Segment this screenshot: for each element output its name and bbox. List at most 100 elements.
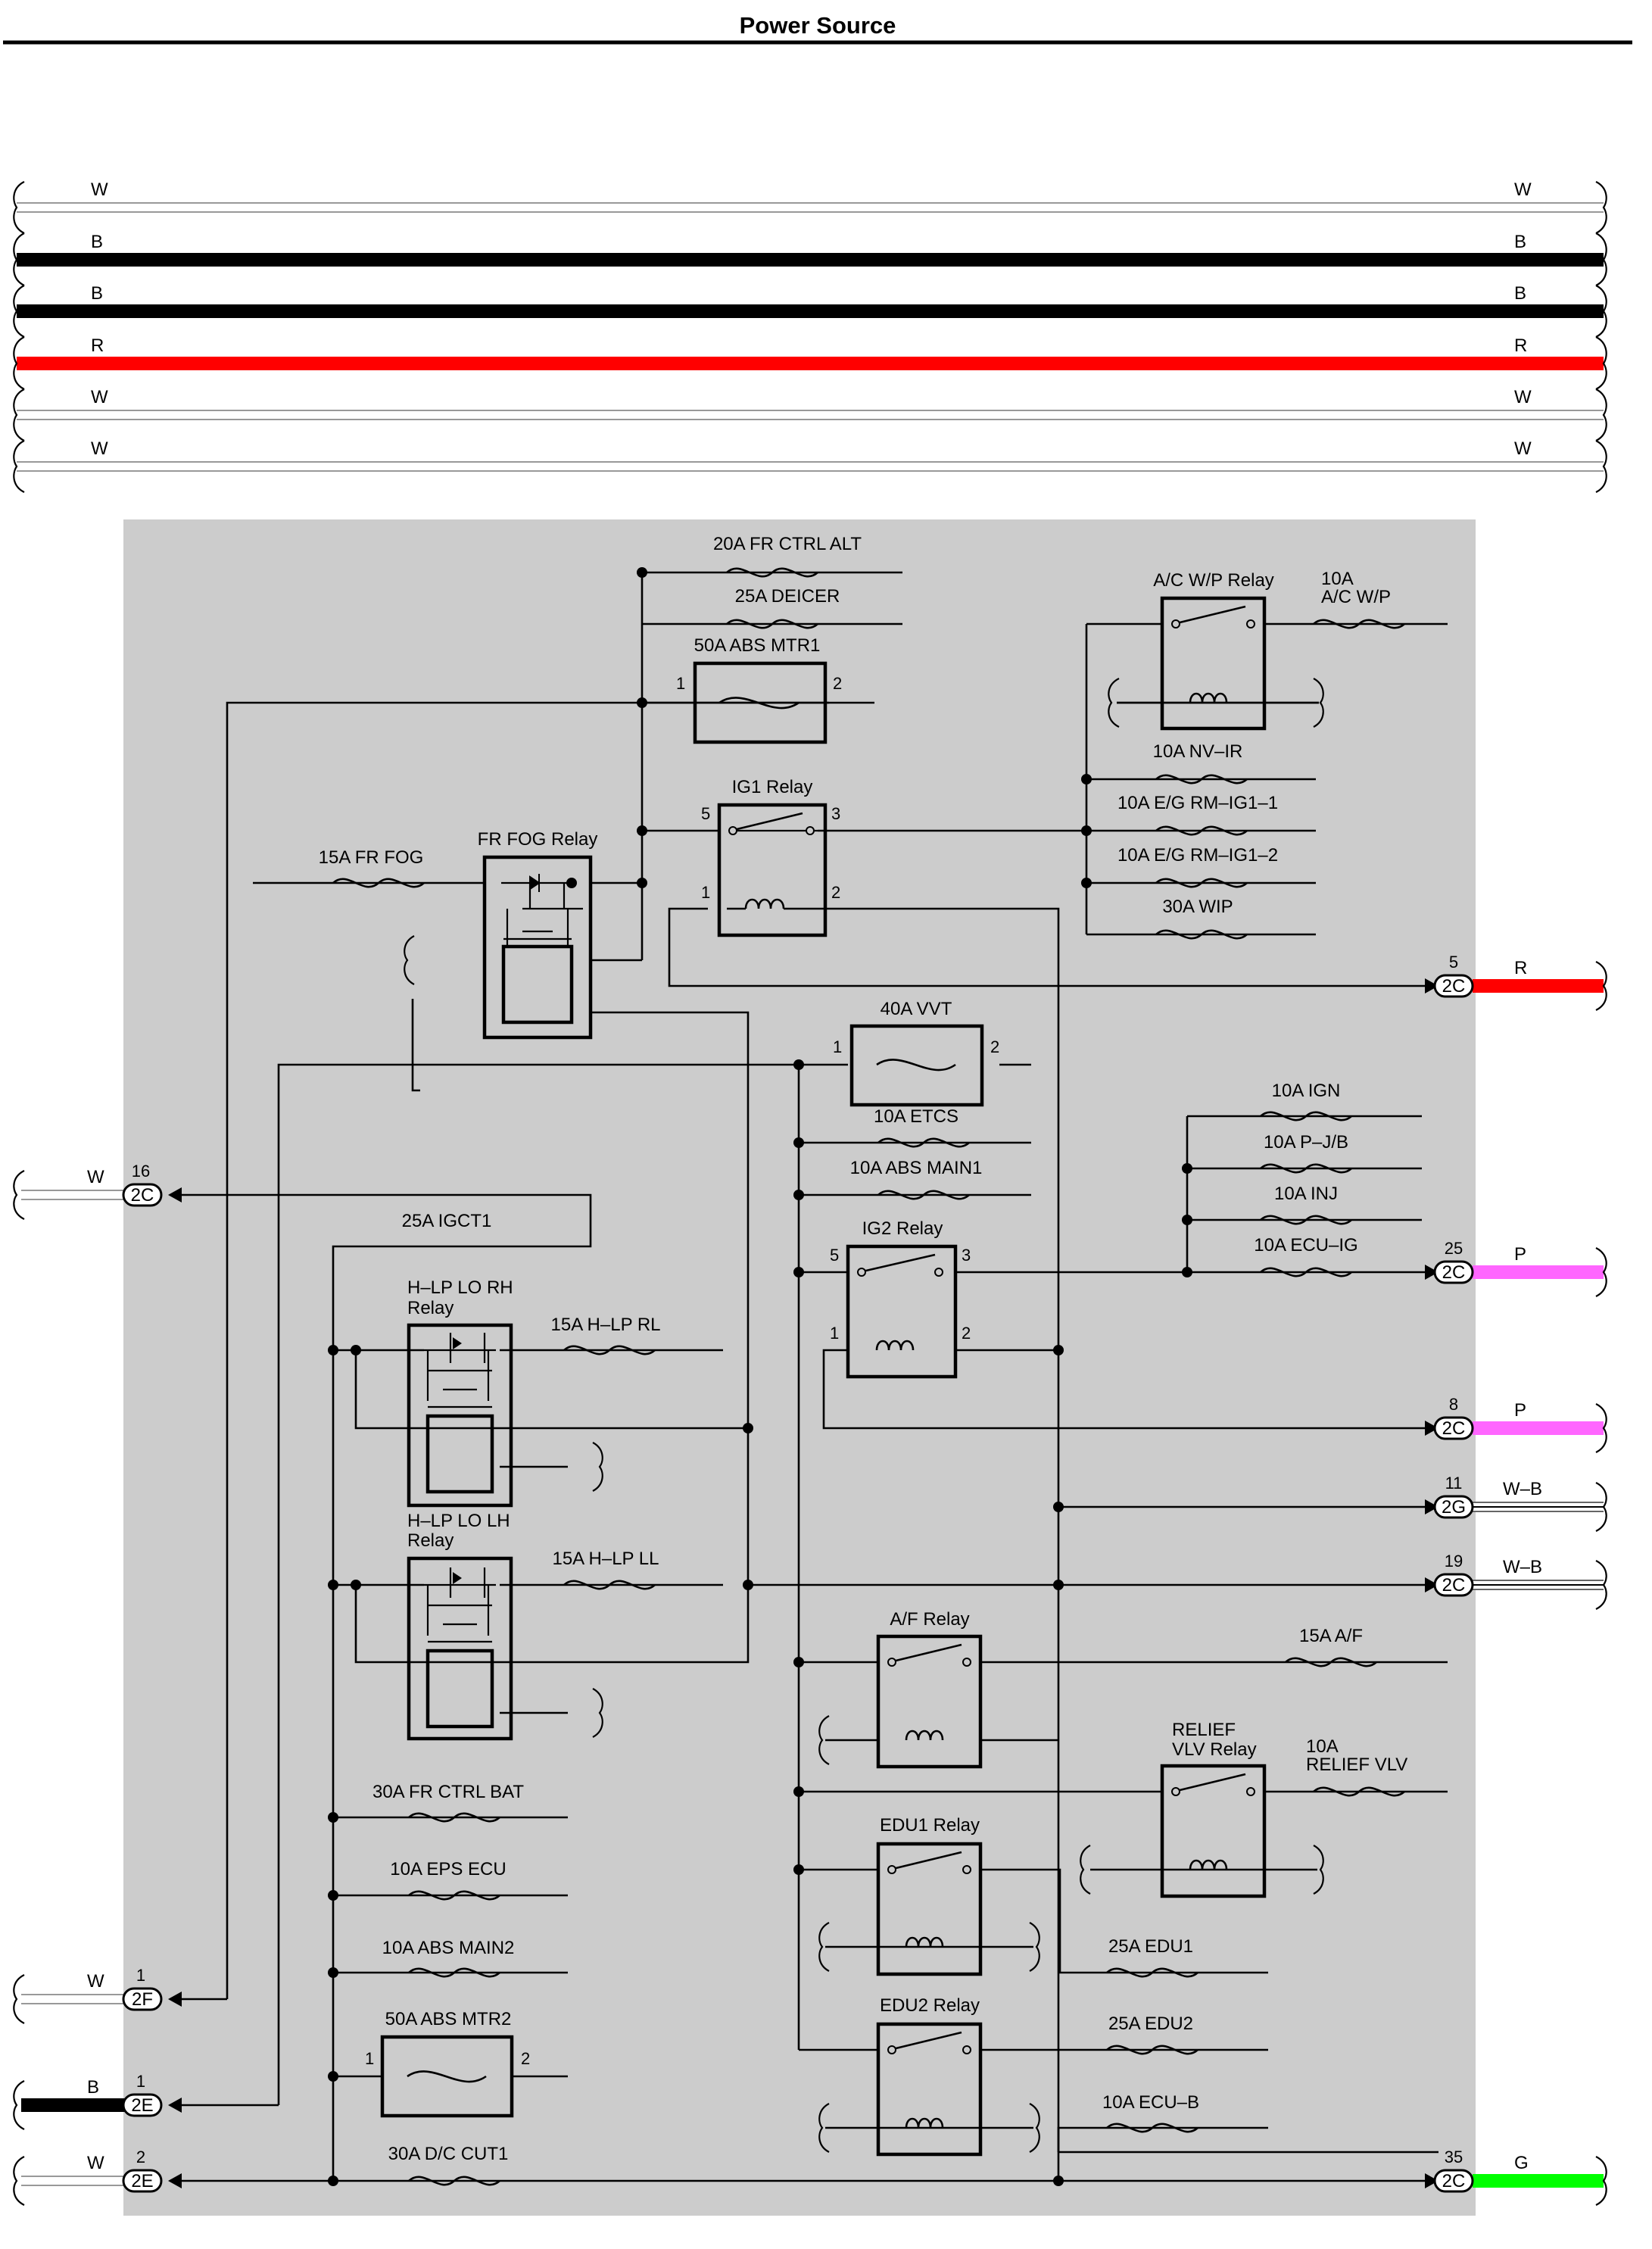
connector-left-2e-1: 2E 1 B [13, 2072, 182, 2130]
fuse-label: 30A D/C CUT1 [388, 2144, 509, 2164]
junction-dot [1182, 1267, 1192, 1277]
wire-color: R [1514, 958, 1527, 978]
fuse-label: 10A P–J/B [1264, 1132, 1348, 1153]
relay-label: RELIEF [1172, 1720, 1236, 1740]
fuse-p-jb: 10A P–J/B [1260, 1132, 1352, 1174]
junction-dot [793, 1864, 804, 1875]
connector-code: 2C [1442, 976, 1466, 997]
wire-color: G [1514, 2153, 1529, 2173]
connector-right-2c-19: 2C 19 W–B [1425, 1552, 1607, 1610]
relay-label: A/C W/P Relay [1153, 570, 1274, 591]
fuse-label: 10A INJ [1274, 1184, 1338, 1204]
fuse-vvt: 40A VVT 1 2 [833, 999, 999, 1107]
connector-left-2c-16: 2C 16 W [13, 1162, 182, 1220]
connector-pin: 1 [136, 1966, 145, 1985]
junction-dot [328, 1345, 338, 1355]
fuse-abs-main2: 10A ABS MAIN2 [382, 1938, 515, 1978]
fuse-ecu-ig: 10A ECU–IG [1254, 1235, 1358, 1277]
junction-dot [793, 1657, 804, 1667]
junction-dot [743, 1423, 753, 1433]
connector-right-2c-25: 2C 25 P [1425, 1239, 1607, 1297]
connector-code: 2C [1442, 2171, 1466, 2191]
fuse-abs-mtr1: 50A ABS MTR1 1 2 [676, 635, 842, 744]
junction-dot [328, 1580, 338, 1590]
fuse-hlp-rl: 15A H–LP RL [551, 1315, 661, 1355]
fuse-label: A/C W/P [1321, 587, 1391, 607]
bus-wire-label-right: W [1514, 179, 1532, 200]
fuse-dc-cut1: 30A D/C CUT1 [388, 2144, 509, 2186]
fuse-deicer: 25A DEICER [726, 586, 840, 629]
fuse-label: 50A ABS MTR1 [694, 635, 821, 656]
fuse-abs-mtr2: 50A ABS MTR2 1 2 [365, 2009, 530, 2118]
fuse-etcs: 10A ETCS [874, 1106, 970, 1148]
fuse-label: RELIEF VLV [1306, 1755, 1407, 1775]
relay-label: Relay [407, 1298, 454, 1318]
relay-label: H–LP LO RH [407, 1277, 513, 1298]
junction-dot [793, 1190, 804, 1200]
page-title: Power Source [740, 12, 896, 39]
connector-right-2c-35: 2C 35 G [1425, 2148, 1607, 2206]
relay-label: FR FOG Relay [478, 829, 598, 850]
bus-wire-label-right: B [1514, 283, 1526, 304]
pin-label: 2 [990, 1037, 999, 1056]
left-brace-icon [13, 181, 25, 493]
pin-label: 2 [521, 2049, 530, 2068]
junction-dot [328, 1812, 338, 1823]
bus-wire-label-left: R [91, 335, 104, 356]
relay-label: H–LP LO LH [407, 1511, 510, 1531]
bus-wire-label-left: B [91, 232, 103, 252]
wire-color: B [87, 2077, 99, 2098]
fuse-inj: 10A INJ [1260, 1184, 1352, 1225]
junction-dot [637, 697, 647, 708]
fuse-label: 10A ECU–B [1102, 2092, 1199, 2113]
fuse-edu2: 25A EDU2 [1106, 2013, 1198, 2055]
relay-acwp: A/C W/P Relay [1153, 570, 1274, 731]
fuse-fr-ctrl-bat: 30A FR CTRL BAT [372, 1782, 524, 1823]
junction-dots [328, 567, 1192, 2186]
connector-pin: 5 [1449, 953, 1458, 972]
relay-label: IG1 Relay [732, 777, 813, 797]
fuse-label: 10A [1321, 569, 1354, 589]
connector-pin: 2 [136, 2148, 145, 2166]
junction-dot [743, 1580, 753, 1590]
pin-label: 3 [831, 804, 840, 823]
bus-wire-2: B B [17, 232, 1604, 267]
relay-af: A/F Relay [876, 1609, 983, 1769]
junction-dot [793, 1267, 804, 1277]
fuse-wip: 30A WIP [1155, 897, 1248, 940]
relay-hlp-lo-lh: H–LP LO LH Relay [407, 1511, 513, 1741]
junction-dot [1053, 2176, 1064, 2186]
fuse-label: 10A ETCS [874, 1106, 958, 1127]
fuse-fr-ctrl-alt: 20A FR CTRL ALT [713, 534, 862, 578]
wire-color: P [1514, 1244, 1526, 1265]
connector-pin: 16 [132, 1162, 150, 1181]
junction-dot [1081, 825, 1092, 836]
connector-pin: 11 [1445, 1474, 1463, 1493]
relay-ig2: IG2 Relay 5 3 1 2 [830, 1218, 971, 1379]
fuse-label: 10A ABS MAIN2 [382, 1938, 515, 1958]
wire-color: W–B [1503, 1479, 1542, 1499]
fuse-eg-rm-ig1-2: 10A E/G RM–IG1–2 [1117, 845, 1278, 888]
fuse-label: 25A IGCT1 [402, 1211, 492, 1231]
connector-pin: 1 [136, 2072, 145, 2091]
junction-dot [328, 1890, 338, 1901]
connector-code: 2F [132, 1989, 153, 2010]
fuse-fr-fog: 15A FR FOG [319, 847, 425, 888]
fuse-edu1: 25A EDU1 [1106, 1936, 1198, 1978]
wire-color: W–B [1503, 1557, 1542, 1577]
fuse-label: 15A A/F [1299, 1626, 1363, 1646]
junction-dot [637, 567, 647, 578]
wire-color: W [87, 1971, 104, 1992]
bus-wire-label-left: W [91, 179, 108, 200]
fuse-hlp-ll: 15A H–LP LL [552, 1549, 659, 1590]
relay-edu2: EDU2 Relay [876, 1995, 983, 2157]
pin-label: 1 [676, 674, 685, 693]
junction-dot [793, 1137, 804, 1148]
junction-dot [1053, 1345, 1064, 1355]
connector-code: 2E [131, 2171, 153, 2191]
junction-dot [1182, 1163, 1192, 1174]
bus-wire-label-left: B [91, 283, 103, 304]
fuse-label: 20A FR CTRL ALT [713, 534, 862, 554]
connector-code: 2C [131, 1185, 154, 1206]
wire-color: P [1514, 1400, 1526, 1421]
